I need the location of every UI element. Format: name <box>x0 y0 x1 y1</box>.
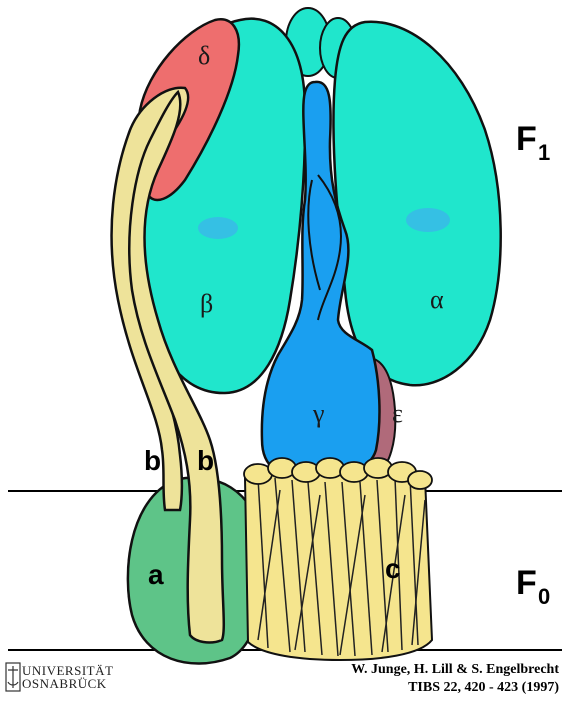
c-loop <box>408 471 432 489</box>
citation-reference: TIBS 22, 420 - 423 (1997) <box>351 679 559 697</box>
label-alpha: α <box>430 285 444 314</box>
label-epsilon: ε <box>392 399 403 428</box>
label-f1: F <box>516 120 537 158</box>
university-seal-icon <box>6 663 20 691</box>
label-beta: β <box>200 289 213 318</box>
alpha-binding-site <box>406 208 450 232</box>
label-f0: F <box>516 564 537 602</box>
logo-line-2: OSNABRÜCK <box>22 677 113 690</box>
university-logo-text: UNIVERSITÄT OSNABRÜCK <box>22 664 113 690</box>
c-ring <box>244 458 432 660</box>
label-delta: δ <box>198 41 210 70</box>
alpha-subunit <box>333 22 500 386</box>
label-f1-subscript: 1 <box>538 140 550 165</box>
label-b-right: b <box>197 445 214 476</box>
label-c: c <box>385 553 401 584</box>
label-gamma: γ <box>312 399 325 428</box>
citation-authors: W. Junge, H. Lill & S. Engelbrecht <box>351 661 559 679</box>
label-a: a <box>148 559 164 590</box>
beta-binding-site <box>198 217 238 239</box>
label-f0-subscript: 0 <box>538 584 550 609</box>
label-b-left: b <box>144 445 161 476</box>
c-ring-body <box>245 466 432 660</box>
seal-mark <box>8 666 18 688</box>
citation: W. Junge, H. Lill & S. Engelbrecht TIBS … <box>351 661 559 697</box>
